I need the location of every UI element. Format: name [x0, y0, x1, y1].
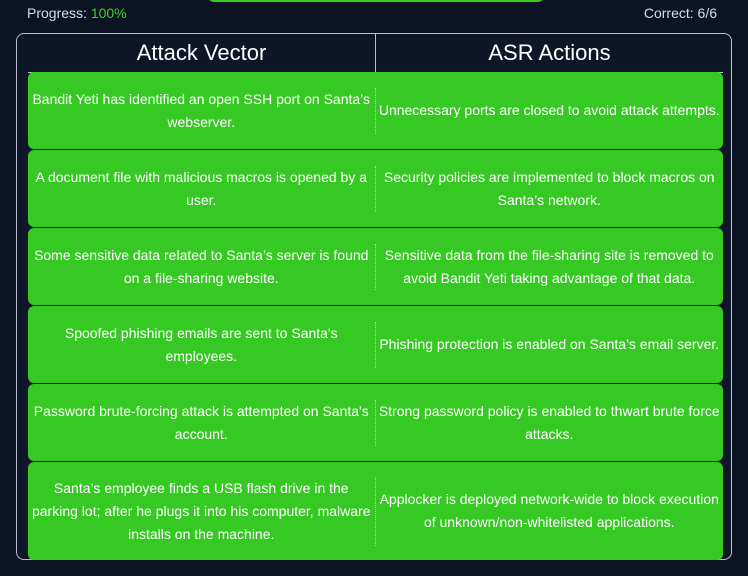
attack-vector-cell[interactable]: Bandit Yeti has identified an open SSH p…	[28, 87, 376, 134]
asr-action-cell[interactable]: Unnecessary ports are closed to avoid at…	[378, 102, 720, 118]
match-row[interactable]: Santa’s employee finds a USB flash drive…	[28, 462, 723, 560]
match-row[interactable]: A document file with malicious macros is…	[28, 150, 723, 227]
attack-vector-cell[interactable]: A document file with malicious macros is…	[28, 165, 376, 212]
asr-action-cell[interactable]: Phishing protection is enabled on Santa’…	[379, 336, 720, 352]
progress-value: 100%	[90, 5, 127, 21]
submit-button[interactable]	[208, 0, 544, 2]
matching-panel: Attack Vector ASR Actions Bandit Yeti ha…	[16, 33, 732, 560]
attack-vector-cell[interactable]: Some sensitive data related to Santa’s s…	[28, 243, 376, 290]
correct-count: Correct: 6/6	[643, 5, 717, 21]
status-bar: Progress: 100% Correct: 6/6	[0, 0, 748, 30]
match-row[interactable]: Spoofed phishing emails are sent to Sant…	[28, 306, 723, 383]
asr-action-cell[interactable]: Applocker is deployed network-wide to bl…	[379, 491, 719, 530]
match-row[interactable]: Some sensitive data related to Santa’s s…	[28, 228, 723, 305]
attack-vector-cell[interactable]: Santa’s employee finds a USB flash drive…	[28, 476, 376, 546]
attack-vector-cell[interactable]: Password brute-forcing attack is attempt…	[28, 399, 376, 446]
header-attack-vector: Attack Vector	[28, 34, 376, 72]
header-asr-actions: ASR Actions	[488, 40, 611, 65]
match-row[interactable]: Bandit Yeti has identified an open SSH p…	[28, 72, 723, 149]
asr-action-cell[interactable]: Security policies are implemented to blo…	[383, 168, 715, 208]
asr-action-cell[interactable]: Sensitive data from the file-sharing sit…	[384, 246, 714, 286]
progress-label: Progress:	[27, 5, 87, 21]
match-row[interactable]: Password brute-forcing attack is attempt…	[28, 384, 723, 461]
table-header: Attack Vector ASR Actions	[28, 34, 723, 73]
attack-vector-cell[interactable]: Spoofed phishing emails are sent to Sant…	[28, 321, 376, 368]
progress-indicator: Progress: 100%	[27, 5, 127, 21]
asr-action-cell[interactable]: Strong password policy is enabled to thw…	[378, 402, 720, 442]
